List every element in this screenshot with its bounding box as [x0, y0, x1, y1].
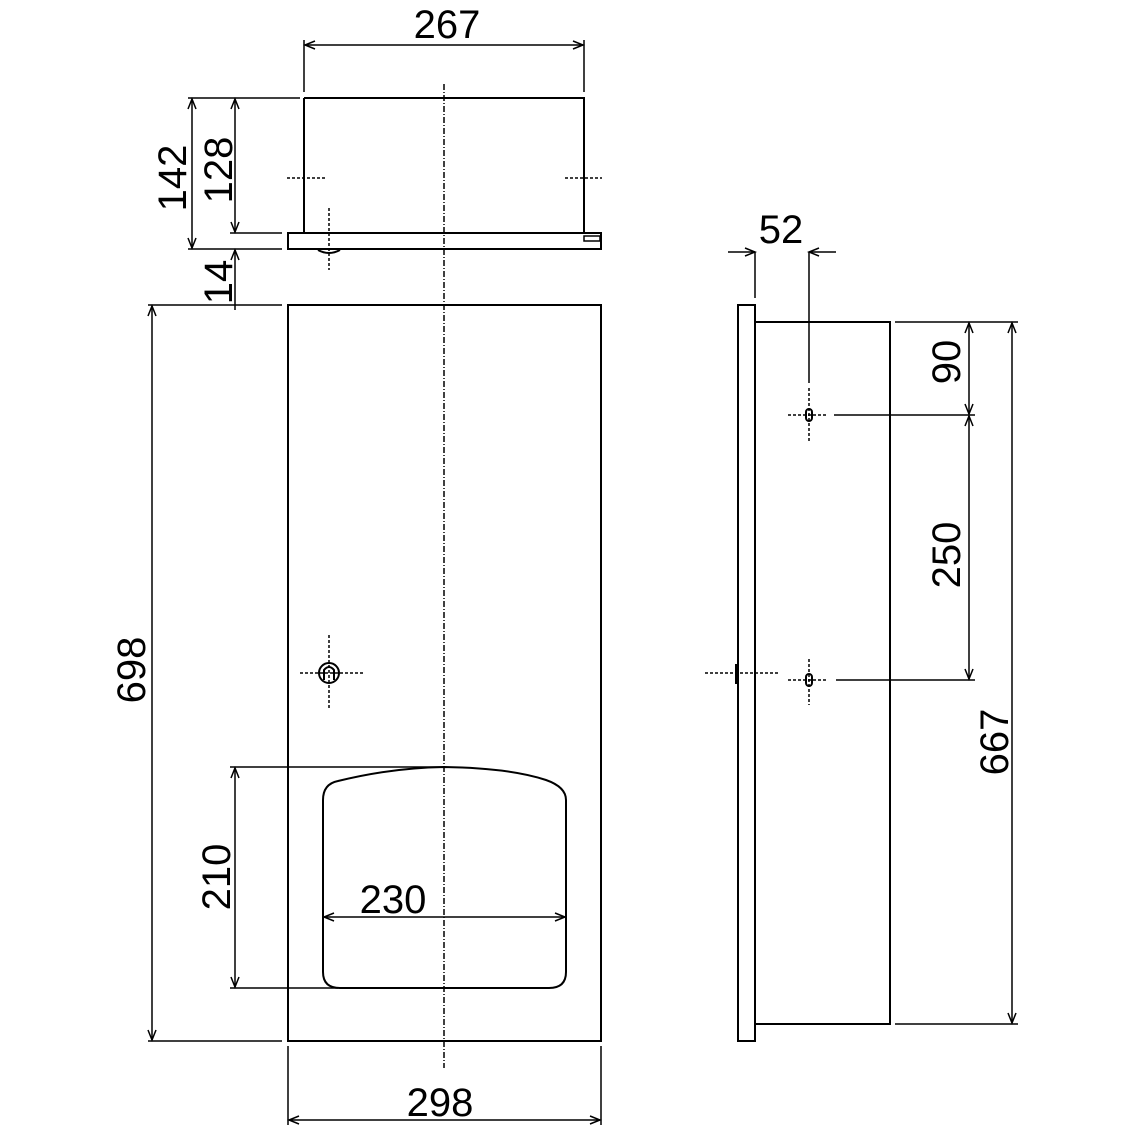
dim-opening-width: 230 — [360, 878, 427, 922]
top-view: 267 142 128 14 — [151, 3, 602, 310]
mounting-hole-icon — [788, 388, 828, 443]
front-view: 698 210 230 298 — [110, 304, 602, 1125]
dim-front-height: 698 — [110, 637, 154, 704]
dim-side-height: 667 — [973, 709, 1017, 776]
dim-wall-offset: 52 — [759, 208, 804, 252]
dim-top-body-depth: 128 — [197, 137, 241, 204]
lock-icon — [300, 635, 365, 710]
dim-top-width: 267 — [414, 3, 481, 47]
dim-mount-spacing: 250 — [925, 522, 969, 589]
dim-front-width: 298 — [407, 1081, 474, 1125]
dim-flange-thickness: 14 — [197, 260, 241, 305]
mounting-hole-icon — [788, 659, 828, 705]
side-view: 52 90 250 667 — [705, 208, 1018, 1042]
dim-opening-height: 210 — [195, 844, 239, 911]
dim-top-overall-depth: 142 — [151, 145, 195, 212]
dim-top-to-mount: 90 — [925, 340, 969, 385]
